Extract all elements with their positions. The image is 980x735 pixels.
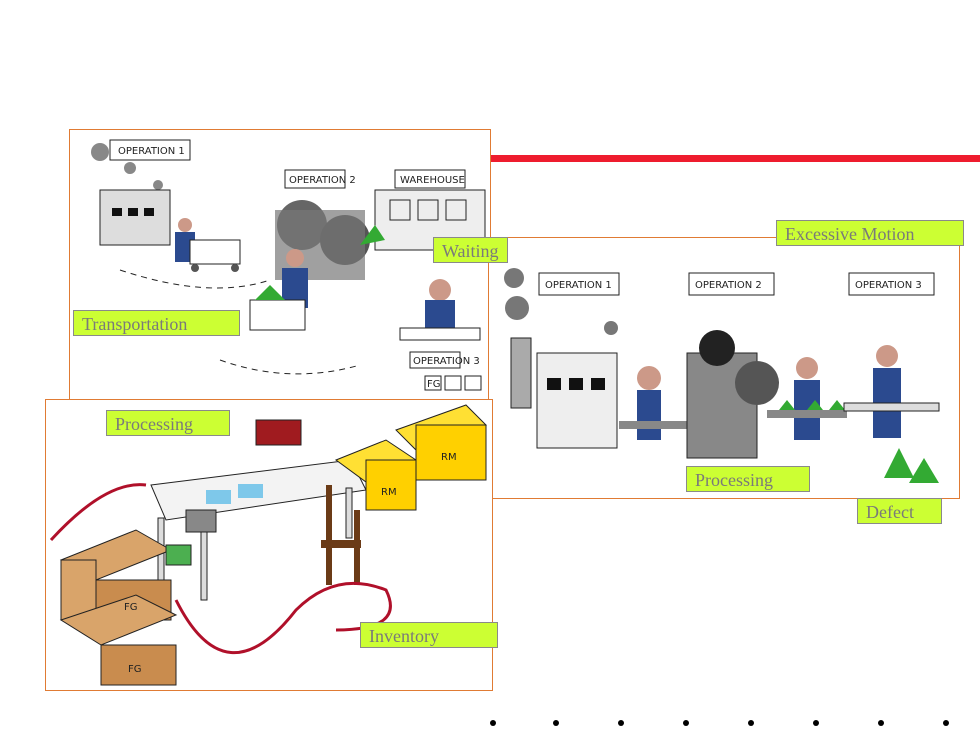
red-title-bar <box>487 155 980 162</box>
label-waiting: Waiting <box>433 237 508 263</box>
sign-operation-3-small: OPERATION 3 <box>413 356 480 367</box>
label-defect: Defect <box>857 498 942 524</box>
dot <box>553 720 559 726</box>
dot <box>490 720 496 726</box>
dot <box>618 720 624 726</box>
label-inventory: Inventory <box>360 622 498 648</box>
dot <box>748 720 754 726</box>
dot <box>878 720 884 726</box>
sign-operation-1: OPERATION 1 <box>118 146 185 157</box>
sign-operation-2-b: OPERATION 2 <box>695 280 762 291</box>
fg-tag-1: FG <box>124 602 138 613</box>
dot <box>813 720 819 726</box>
inventory-illustration: RM RM FG FG <box>45 399 493 691</box>
label-processing-right: Processing <box>686 466 810 492</box>
label-transportation: Transportation <box>73 310 240 336</box>
sign-operation-1-b: OPERATION 1 <box>545 280 612 291</box>
rm-tag-1: RM <box>381 487 397 498</box>
dot <box>683 720 689 726</box>
label-processing-top: Processing <box>106 410 230 436</box>
sign-warehouse: WAREHOUSE <box>400 175 465 186</box>
label-excessive-motion: Excessive Motion <box>776 220 964 246</box>
dot <box>943 720 949 726</box>
transportation-illustration: OPERATION 1 OPERATION 2 WAREHOUSE OPERAT… <box>69 129 491 401</box>
excessive-motion-illustration: OPERATION 1 OPERATION 2 OPERATION 3 <box>488 237 960 499</box>
fg-tag-2: FG <box>128 664 142 675</box>
rm-tag-2: RM <box>441 452 457 463</box>
fg-tag: FG <box>427 379 441 390</box>
sign-operation-3: OPERATION 3 <box>855 280 922 291</box>
sign-operation-2: OPERATION 2 <box>289 175 356 186</box>
bullet-dots-row <box>470 712 980 732</box>
